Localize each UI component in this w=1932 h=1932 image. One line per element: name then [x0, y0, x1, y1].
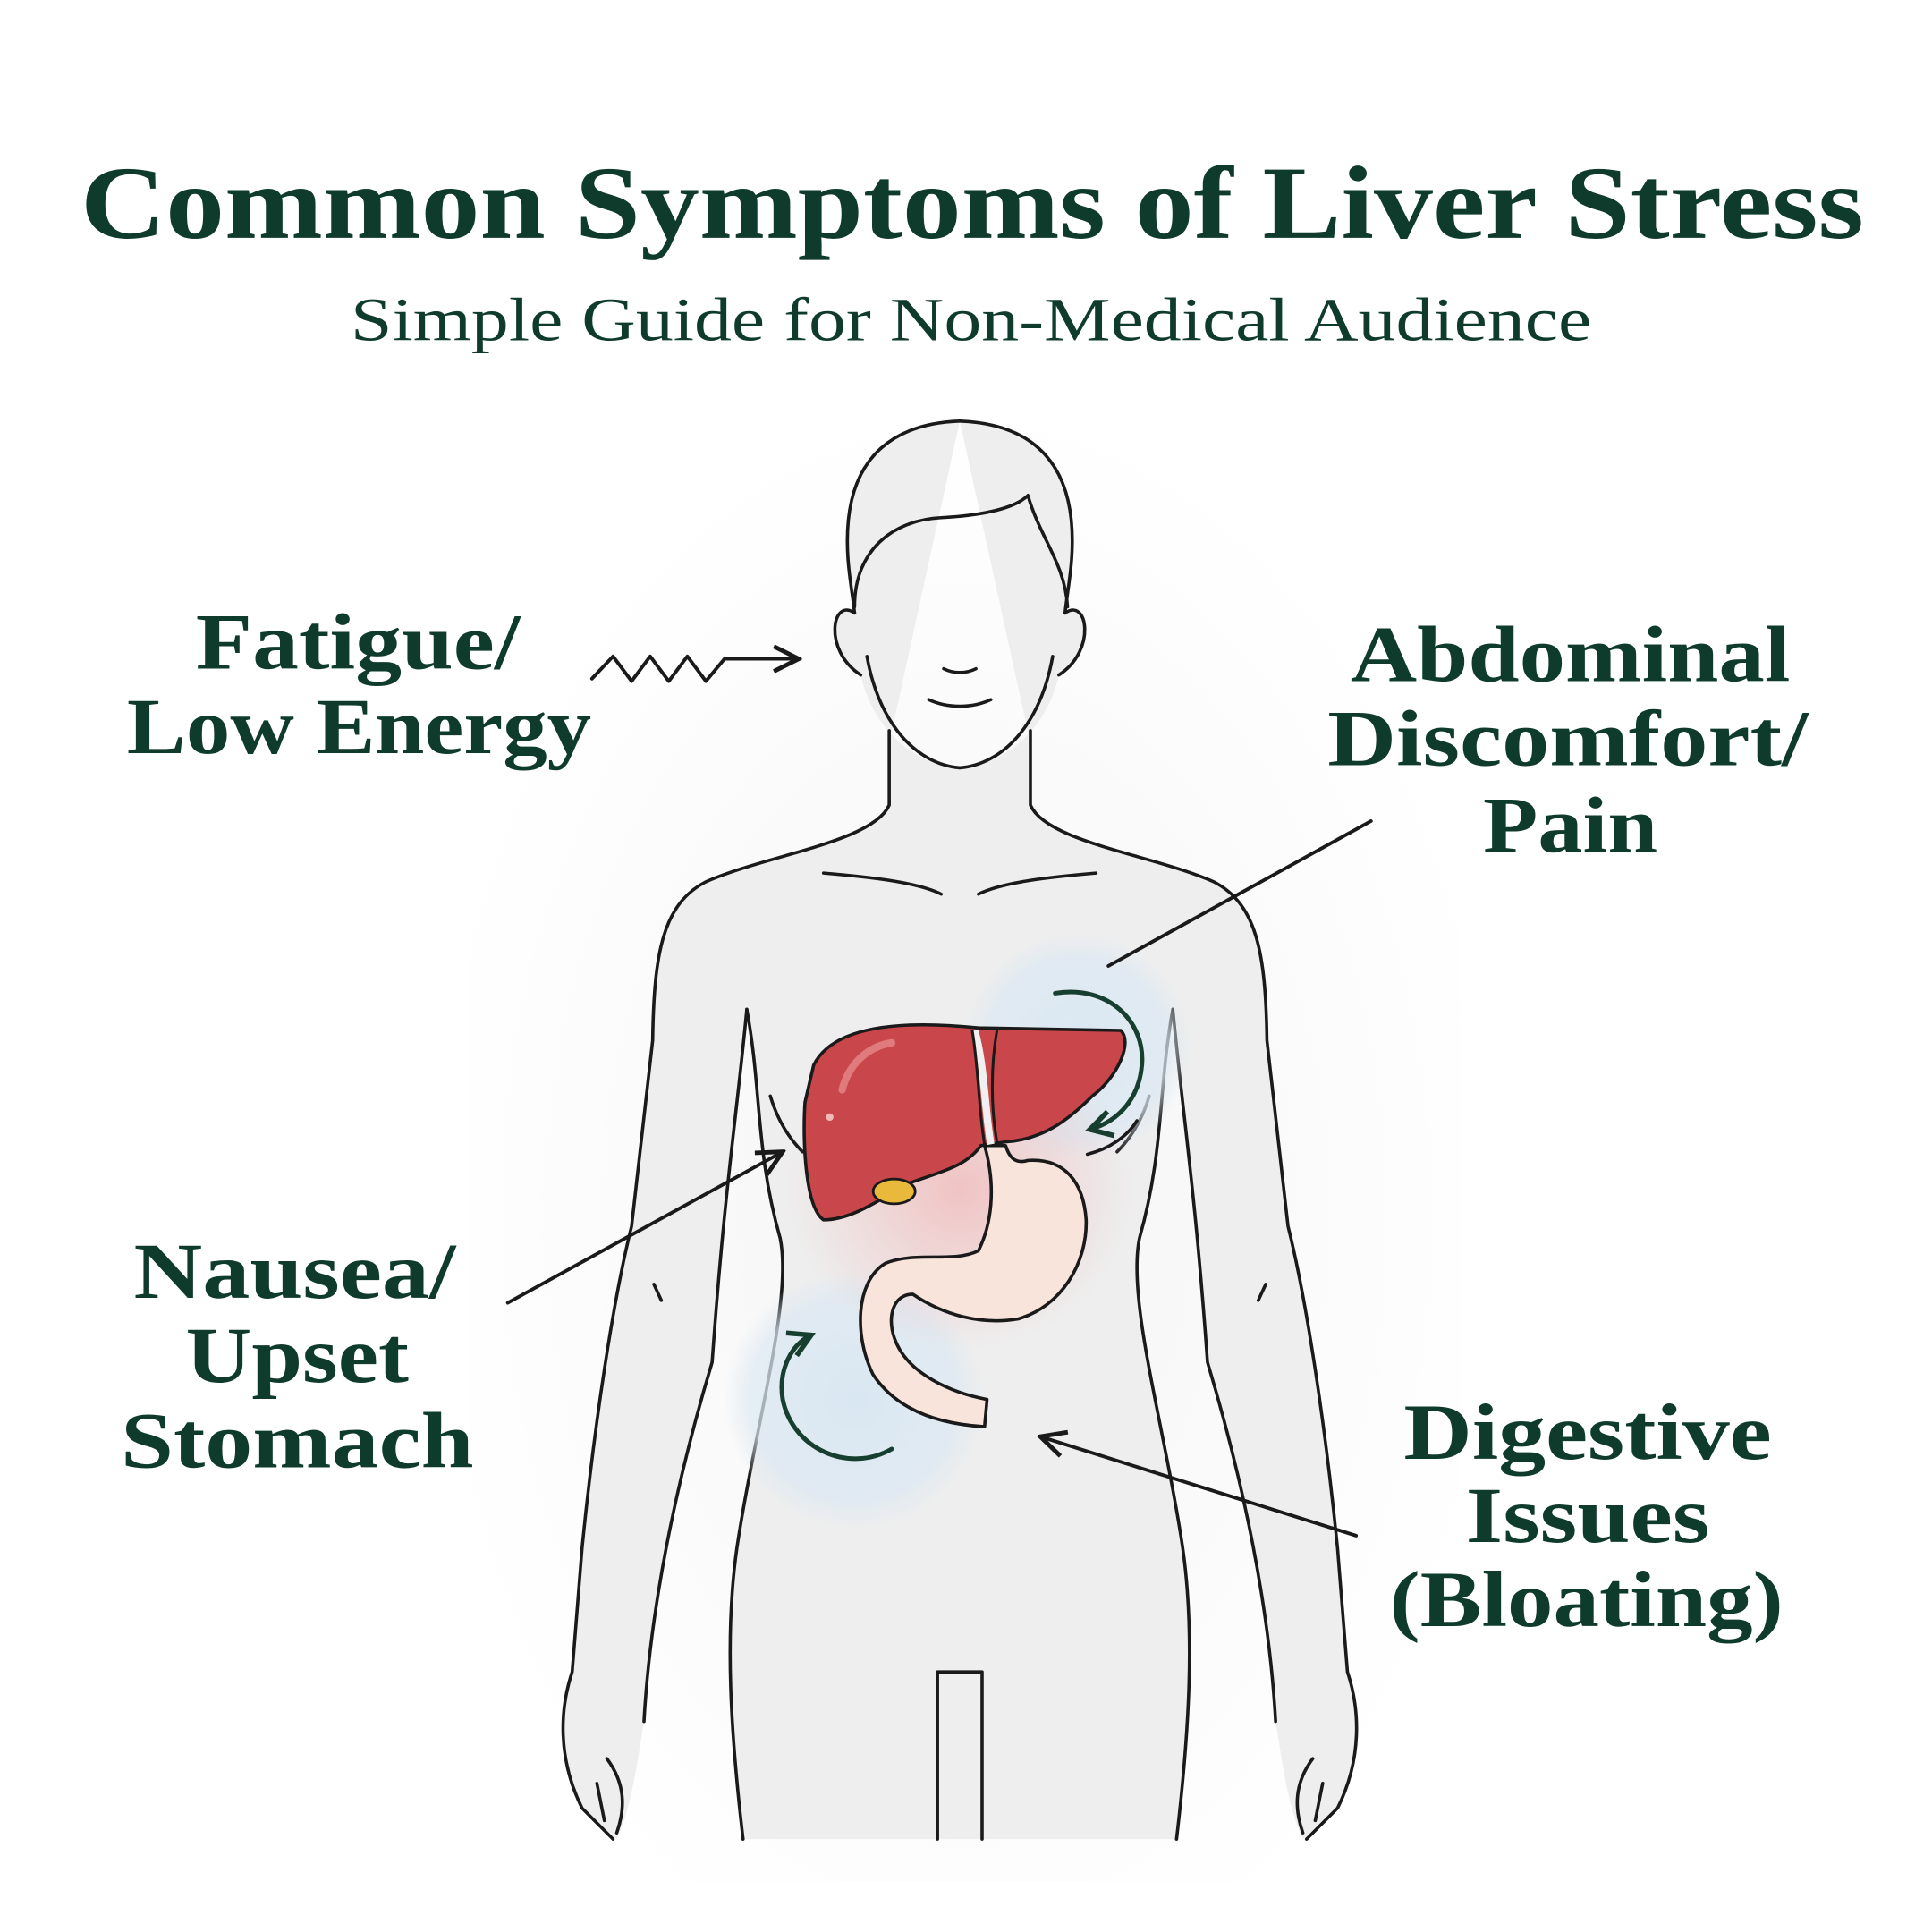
- digestive-pointer-arrow: [1040, 1436, 1359, 1538]
- page-title: Common Symptoms of Liver Stress: [80, 146, 1864, 261]
- gallbladder-illustration: [871, 1177, 917, 1206]
- label-line: Discomfort/: [1327, 696, 1809, 784]
- label-line: Issues: [1466, 1472, 1710, 1560]
- label-nausea: Nausea/ Upset Stomach: [121, 1228, 474, 1486]
- nausea-pointer-arrow: [505, 1152, 783, 1305]
- page-subtitle: Simple Guide for Non-Medical Audience: [351, 285, 1591, 354]
- label-line: Low Energy: [127, 683, 591, 771]
- cycle-arrow-upper-icon: [1053, 989, 1145, 1139]
- label-abdominal: Abdominal Discomfort/ Pain: [1327, 612, 1809, 870]
- label-digestive: Digestive Issues (Bloating): [1390, 1389, 1784, 1644]
- label-line: Fatigue/: [196, 599, 521, 687]
- label-line: Abdominal: [1351, 612, 1791, 699]
- label-fatigue: Fatigue/ Low Energy: [127, 599, 591, 771]
- label-line: (Bloating): [1390, 1556, 1784, 1644]
- liver-illustration: [802, 1023, 1127, 1222]
- fatigue-pointer-arrow: [589, 657, 799, 683]
- label-line: Pain: [1483, 783, 1657, 870]
- label-line: Digestive: [1403, 1389, 1771, 1477]
- abdominal-pointer-line: [1106, 819, 1373, 968]
- cycle-arrow-lower-icon: [779, 1330, 894, 1462]
- label-line: Upset: [186, 1312, 410, 1400]
- label-line: Stomach: [121, 1398, 474, 1486]
- label-line: Nausea/: [134, 1228, 458, 1316]
- stomach-illustration: [859, 1143, 1089, 1428]
